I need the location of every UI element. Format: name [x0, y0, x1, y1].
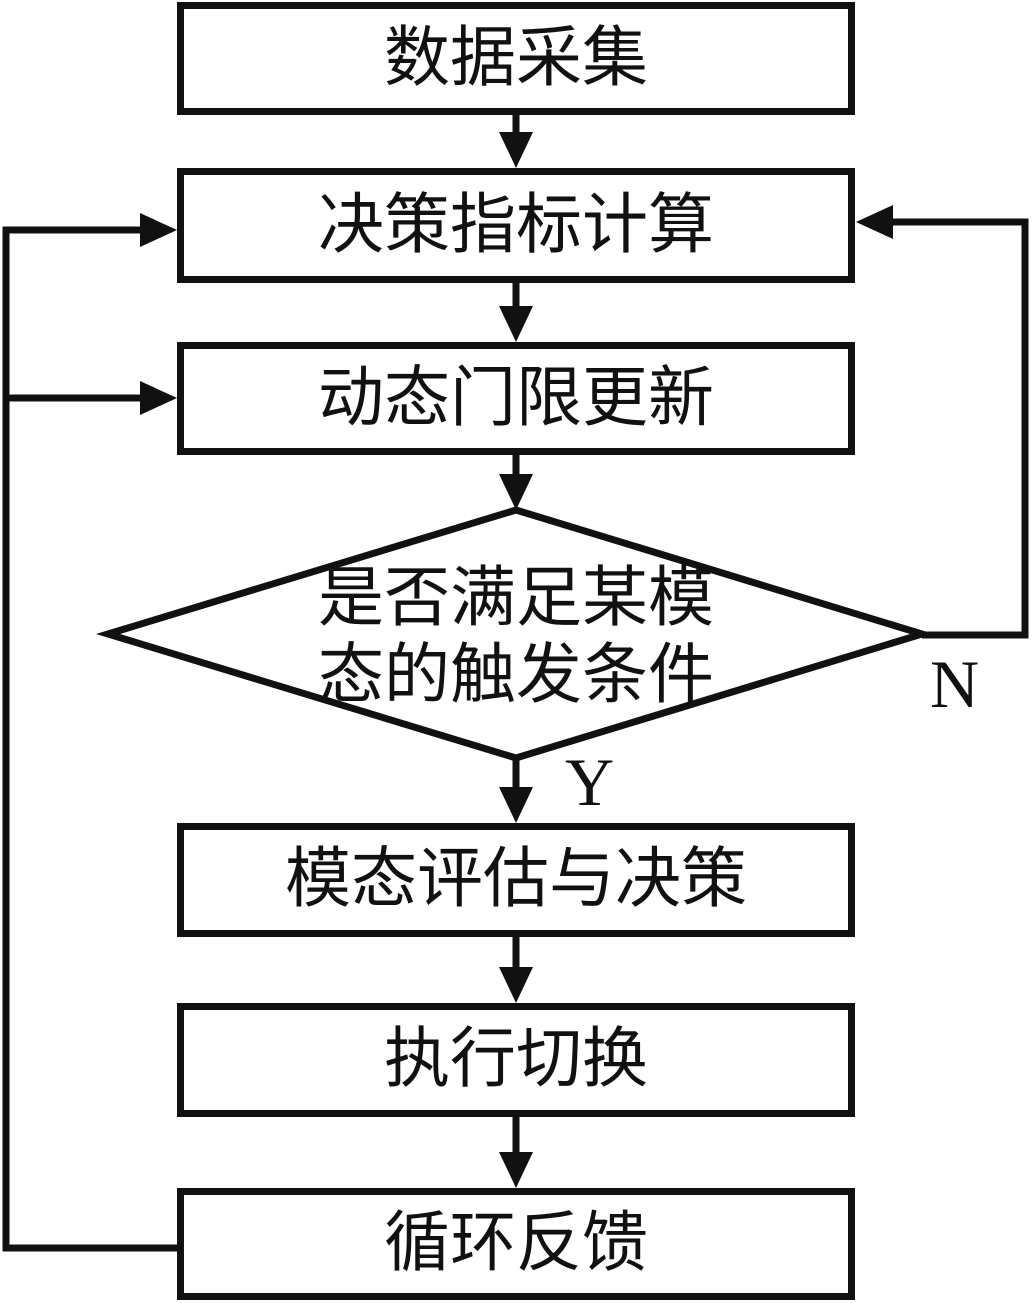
- node-decision-metric-calculation-label: 决策指标计算: [318, 188, 714, 262]
- arrow-threshold-to-condition-head: [499, 474, 533, 510]
- arrow-switch-to-feedback-head: [499, 1152, 533, 1188]
- condition-label-line2: 态的触发条件: [318, 639, 714, 712]
- arrow-metric-to-threshold-head: [499, 306, 533, 342]
- feedback-to-metric-arrowhead: [140, 213, 177, 247]
- arrow-collection-to-metric-head: [499, 132, 533, 168]
- node-execute-switch: 执行切换: [177, 1003, 855, 1117]
- feedback-loop-path: [2, 226, 178, 1252]
- node-dynamic-threshold-update-label: 动态门限更新: [318, 361, 714, 435]
- node-mode-trigger-condition-label: 是否满足某模 态的触发条件: [250, 560, 782, 714]
- node-loop-feedback-label: 循环反馈: [384, 1207, 648, 1280]
- arrow-evaluation-to-switch-head: [499, 967, 533, 1003]
- no-loop-path: [893, 218, 1029, 639]
- node-loop-feedback: 循环反馈: [177, 1188, 855, 1300]
- node-data-collection: 数据采集: [177, 2, 855, 115]
- node-mode-evaluation-decision: 模态评估与决策: [177, 823, 855, 937]
- node-decision-metric-calculation: 决策指标计算: [177, 168, 855, 283]
- node-mode-evaluation-decision-label: 模态评估与决策: [285, 843, 747, 916]
- feedback-to-threshold-arrowhead: [140, 381, 177, 415]
- arrow-yes-condition-to-evaluation-head: [499, 787, 533, 823]
- node-data-collection-label: 数据采集: [384, 21, 648, 95]
- node-execute-switch-label: 执行切换: [384, 1023, 648, 1096]
- node-dynamic-threshold-update: 动态门限更新: [177, 342, 855, 455]
- edge-label-yes: Y: [565, 744, 615, 820]
- condition-label-line1: 是否满足某模: [318, 562, 714, 635]
- edge-label-no: N: [930, 646, 980, 722]
- no-loop-arrowhead: [856, 205, 893, 239]
